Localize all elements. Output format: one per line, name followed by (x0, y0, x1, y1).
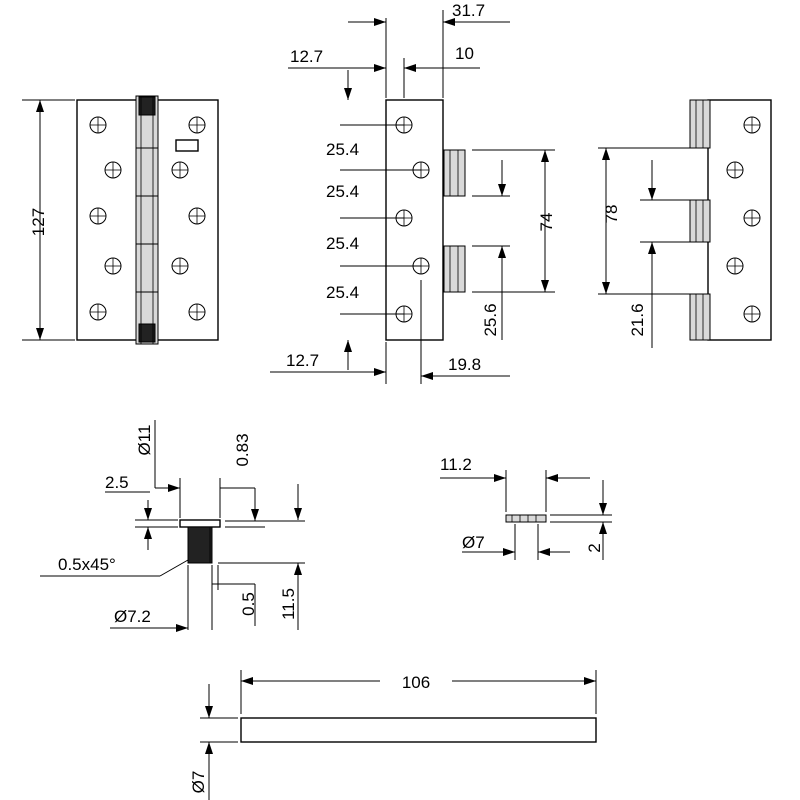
back-knuckle-2 (689, 199, 711, 243)
knuckle-top-cap (138, 96, 156, 116)
side-knuckle-lower (443, 245, 466, 293)
dim-rod-diameter: Ø7 (189, 771, 208, 794)
dim-pin-offset: 2.5 (105, 473, 129, 492)
hinge-front-view: 127 (22, 95, 219, 345)
knuckle-bottom-cap (138, 323, 156, 343)
dim-washer-width: 11.2 (440, 455, 472, 474)
dim-74: 74 (537, 213, 556, 232)
dim-25-4-b: 25.4 (326, 182, 359, 201)
dim-10: 10 (455, 44, 474, 63)
dim-25-6: 25.6 (481, 303, 500, 336)
side-plate (385, 99, 444, 341)
dim-31-7: 31.7 (452, 1, 485, 20)
rod-body (240, 717, 597, 743)
dim-25-4-a: 25.4 (326, 140, 359, 159)
rod-detail-view: 106 Ø7 (189, 670, 597, 800)
dim-pin-length: 11.5 (279, 588, 298, 620)
side-knuckle-upper (443, 149, 466, 197)
dim-pin-head-diameter: Ø11 (135, 425, 154, 456)
back-screw-holes (726, 116, 761, 323)
back-knuckle-1 (689, 99, 711, 149)
washer-detail-view: 11.2 Ø7 2 (440, 455, 612, 560)
pin-shank (187, 526, 213, 564)
dim-25-4-d: 25.4 (326, 283, 359, 302)
front-screw-holes (89, 116, 206, 321)
dim-12-7-bottom: 12.7 (286, 351, 319, 370)
dim-127: 127 (29, 208, 48, 236)
pin-detail-view: Ø11 0.83 2.5 0.5x45° Ø7.2 0.5 11.5 (40, 420, 305, 632)
front-label-slot (175, 139, 199, 152)
hinge-side-view: 31.7 10 12.7 25.4 25.4 25.4 25.4 12.7 19… (270, 1, 556, 384)
hinge-knuckle-column (135, 95, 159, 345)
pin-head (179, 519, 221, 528)
dim-21-6: 21.6 (628, 303, 647, 336)
dim-78: 78 (602, 205, 621, 224)
dim-pin-diameter: Ø7.2 (114, 607, 151, 626)
dim-12-7-top: 12.7 (290, 47, 323, 66)
dim-19-8: 19.8 (448, 355, 481, 374)
dim-25-4-c: 25.4 (326, 234, 359, 253)
dim-washer-thickness: 2 (585, 543, 604, 552)
dim-pin-head-thickness: 0.83 (233, 433, 252, 466)
washer-shape (505, 514, 547, 523)
hinge-back-view: 78 21.6 (598, 99, 772, 348)
back-knuckle-3 (689, 293, 711, 341)
dim-washer-diameter: Ø7 (462, 533, 485, 552)
dim-pin-gap: 0.5 (239, 592, 258, 616)
dim-rod-length: 106 (402, 673, 430, 692)
dim-chamfer: 0.5x45° (58, 555, 116, 574)
back-plate (707, 99, 772, 341)
